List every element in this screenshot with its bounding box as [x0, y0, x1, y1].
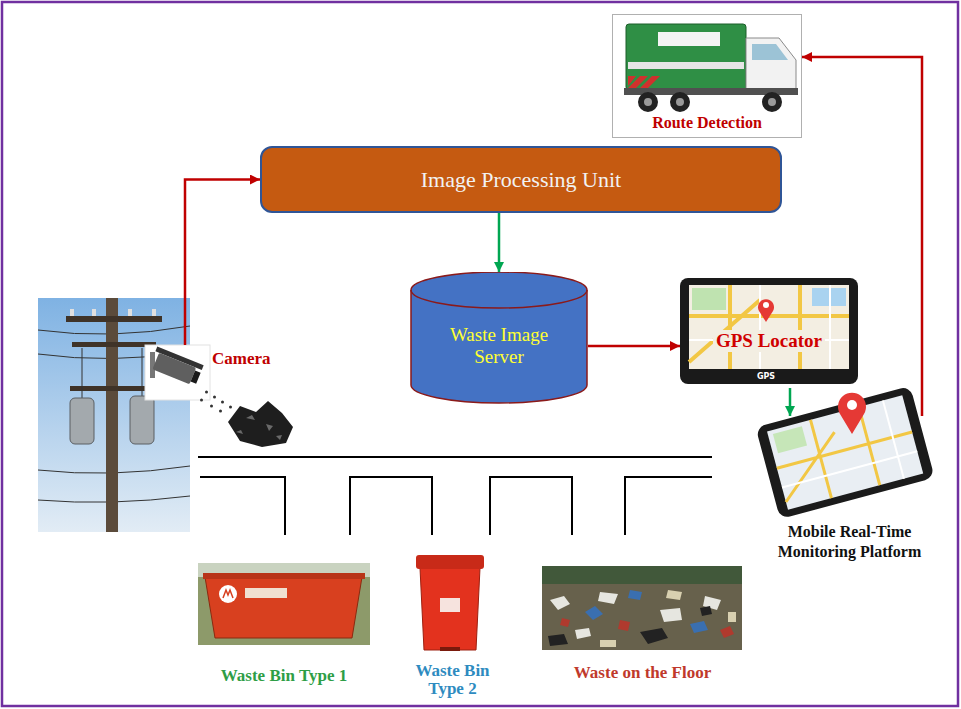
map-pin-dot: [763, 302, 769, 308]
picture-node: Waste Bin Type 2: [400, 550, 505, 698]
litter-blue: [585, 590, 708, 633]
truck-hazard: [628, 76, 660, 88]
truck-wheels: [638, 92, 782, 112]
camera-body: [149, 347, 204, 387]
node-label: Waste Bin Type 1: [221, 666, 347, 686]
flow-arrow: [498, 213, 501, 272]
pole: [106, 298, 118, 532]
node-label: Route Detection: [652, 114, 762, 132]
truck-cab: [746, 38, 796, 90]
floor-waste-photo: [542, 566, 742, 650]
bus-line: [198, 456, 712, 458]
drop-line: [200, 477, 712, 535]
skip-bin-photo: [198, 563, 370, 645]
picture-node: Waste Bin Type 1: [195, 560, 373, 686]
bin-badge: [440, 598, 460, 612]
picture-node: Camera: [143, 345, 293, 379]
camera-housing: [152, 353, 196, 385]
map-roads: [689, 285, 849, 369]
node-label: Waste Image Server: [432, 324, 566, 368]
map-pin: [758, 299, 774, 322]
flow-arrow: [802, 57, 922, 416]
node-label: Mobile Real-Time Monitoring Platform: [752, 522, 947, 562]
waste-specks: [236, 415, 282, 440]
litter-dark: [548, 606, 712, 646]
picture-node: Mobile Real-Time Monitoring Platform: [752, 416, 947, 562]
bezel-text: GPS: [746, 372, 786, 382]
node-label: Waste on the Floor: [574, 663, 711, 683]
photo-ground: [542, 566, 742, 650]
transformer: [70, 398, 94, 444]
skip-rim: [203, 573, 365, 579]
phone-pin: [838, 393, 866, 434]
node-label: Waste Bin Type 2: [400, 662, 505, 698]
garbage-truck: [624, 24, 798, 112]
transformer: [130, 396, 154, 444]
picture-node: Route Detection: [612, 14, 802, 138]
fuse-lines: [82, 348, 142, 398]
cab-window: [752, 44, 788, 60]
map-streets: [689, 285, 849, 369]
database-cylinder: Waste Image Server: [410, 272, 588, 404]
bin-pedal: [440, 647, 460, 651]
node-label: Camera: [212, 349, 271, 369]
map-park: [692, 288, 726, 310]
cylinder-top: [411, 290, 587, 308]
litter-tan: [600, 590, 736, 647]
skip-logo-mark: [223, 590, 233, 598]
pedal-bin-photo: [416, 555, 484, 651]
truck-sign: [658, 32, 720, 46]
node-label: Image Processing Unit: [421, 167, 621, 192]
wheel-hubs: [644, 98, 776, 106]
camera-backdrop: [145, 345, 210, 400]
truck-body: [626, 24, 746, 90]
picture-node: Waste on the Floor: [540, 563, 745, 683]
phone-map-park: [773, 426, 807, 453]
phone-pin-dot: [847, 400, 857, 410]
picture-node: GPS Locator: [680, 278, 858, 388]
sky-background: [38, 298, 190, 532]
gps-tablet: [680, 278, 858, 384]
tablet-screen: [689, 285, 849, 369]
camera-lens: [191, 370, 201, 383]
process-box: Image Processing Unit: [260, 146, 782, 213]
flow-arrow: [588, 345, 680, 348]
cylinder-body: [411, 272, 587, 403]
skip-plate: [245, 588, 287, 598]
skip-logo: [219, 585, 237, 603]
skip-container: [205, 577, 362, 638]
photo-ground: [198, 563, 370, 645]
mobile-phone: [756, 386, 935, 519]
bus-lines: [198, 457, 712, 535]
insulators: [70, 309, 156, 316]
tablet-bezel: [680, 278, 858, 384]
bin-body: [420, 568, 480, 650]
photo-trees: [542, 566, 742, 584]
phone-frame: [756, 386, 935, 519]
truck-stripe: [628, 62, 744, 69]
waste-pile: [228, 401, 293, 447]
flow-arrow: [185, 180, 260, 346]
bin-lid: [416, 555, 484, 569]
camera-icon: [145, 345, 293, 447]
phone-body: [756, 386, 935, 519]
flow-arrow: [789, 388, 792, 416]
utility-pole-photo: [38, 298, 190, 532]
view-dots: [200, 391, 232, 413]
node-label: GPS Locator: [713, 330, 825, 352]
